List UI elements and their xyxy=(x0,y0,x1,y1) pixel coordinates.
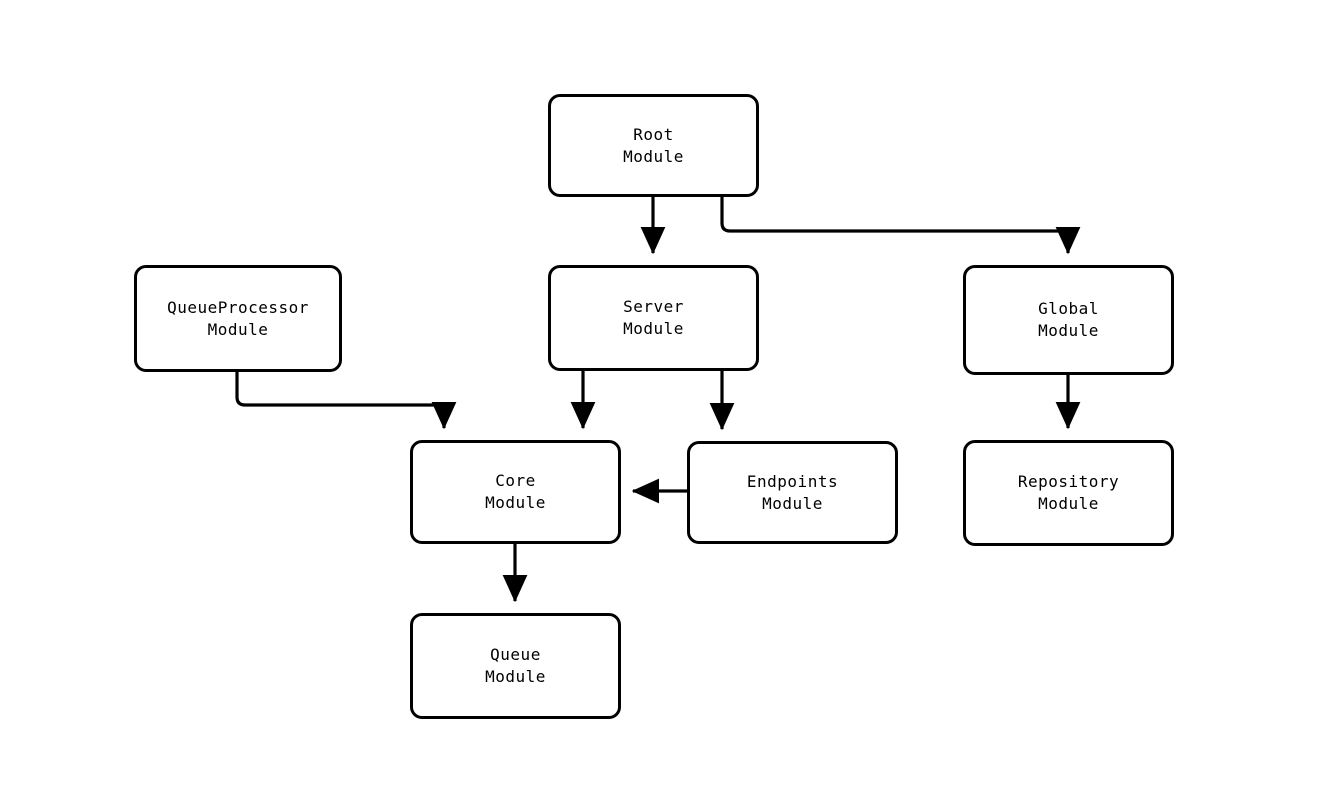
node-queueprocessor-line2: Module xyxy=(207,319,269,339)
node-endpoints[interactable]: Endpoints Module xyxy=(687,441,898,544)
node-root-line1: Root xyxy=(633,124,674,144)
node-server[interactable]: Server Module xyxy=(548,265,759,371)
node-repository-line2: Module xyxy=(1038,494,1099,513)
node-core-line2: Module xyxy=(485,493,546,512)
node-queueprocessor-line1: QueueProcessor xyxy=(167,297,309,317)
node-repository-line1: Repository xyxy=(1017,472,1120,491)
node-queueprocessor[interactable]: QueueProcessor Module xyxy=(134,265,342,372)
node-endpoints-line1: Endpoints xyxy=(746,471,839,491)
node-core[interactable]: Core Module xyxy=(410,440,621,544)
edge-queueprocessor-core xyxy=(235,372,457,430)
node-global[interactable]: Global Module xyxy=(963,265,1174,375)
node-global-line2: Module xyxy=(1038,321,1099,340)
node-repository[interactable]: Repository Module xyxy=(963,440,1174,546)
node-queue-line1: Queue xyxy=(490,645,541,664)
node-global-line1: Global xyxy=(1038,299,1099,318)
node-root[interactable]: Root Module xyxy=(548,94,759,197)
node-server-line2: Module xyxy=(623,319,684,338)
node-queue-line2: Module xyxy=(485,667,546,686)
node-endpoints-line2: Module xyxy=(762,493,823,513)
edge-root-global xyxy=(720,197,1081,255)
node-server-line1: Server xyxy=(623,297,684,316)
node-core-line1: Core xyxy=(495,471,536,490)
node-root-line2: Module xyxy=(623,146,684,166)
node-queue[interactable]: Queue Module xyxy=(410,613,621,719)
